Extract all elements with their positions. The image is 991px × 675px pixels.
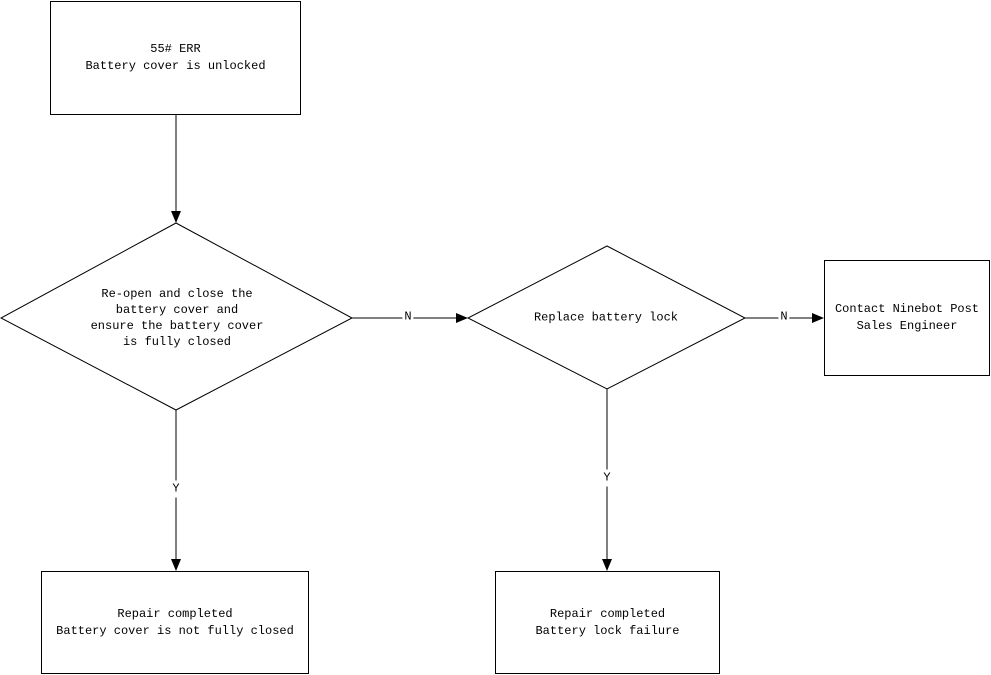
node-repair-lock: Repair completed Battery lock failure xyxy=(495,571,720,674)
node-contact-engineer-text: Contact Ninebot Post Sales Engineer xyxy=(834,302,980,333)
edge-label-n-check-lock: N xyxy=(778,308,790,326)
node-repair-cover: Repair completed Battery cover is not fu… xyxy=(41,571,309,674)
node-check-cover-text: Re-open and close the battery cover and … xyxy=(90,287,264,349)
node-repair-cover-text: Repair completed Battery cover is not fu… xyxy=(56,606,294,638)
edge-label-y-check-cover: Y xyxy=(170,480,182,498)
node-error-text: 55# ERR Battery cover is unlocked xyxy=(85,42,266,73)
edge-label-n-check-cover: N xyxy=(402,308,414,326)
node-error: 55# ERR Battery cover is unlocked xyxy=(50,1,301,115)
node-check-lock-text: Replace battery lock xyxy=(533,310,679,325)
edge-label-y-check-lock: Y xyxy=(601,469,613,487)
node-repair-lock-text: Repair completed Battery lock failure xyxy=(535,606,680,638)
node-contact-engineer: Contact Ninebot Post Sales Engineer xyxy=(824,260,990,376)
